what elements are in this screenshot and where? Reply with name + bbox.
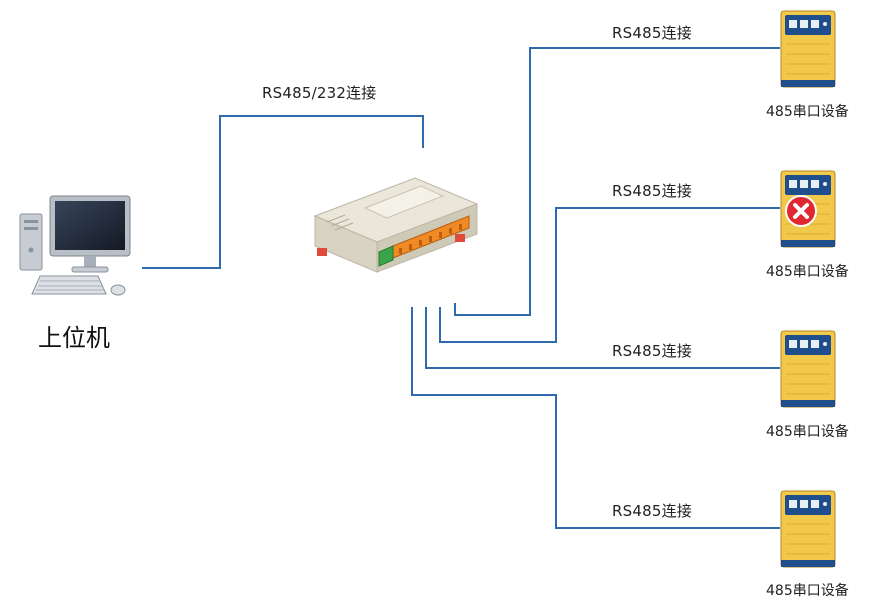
serial-device-icon	[780, 10, 836, 88]
device-wire-2	[439, 207, 780, 343]
desktop-computer-icon	[19, 195, 131, 296]
serial-device-icon	[780, 170, 836, 248]
controller-module	[305, 168, 485, 278]
serial-device	[780, 330, 836, 408]
error-icon	[785, 195, 817, 227]
device-link-label: RS485连接	[612, 502, 692, 520]
device-label: 485串口设备	[766, 424, 849, 440]
host-computer	[18, 190, 138, 310]
device-wire-3	[425, 307, 780, 369]
controller-module-icon	[313, 177, 479, 273]
uplink-label: RS485/232连接	[262, 84, 377, 102]
device-link-label: RS485连接	[612, 182, 692, 200]
serial-device	[780, 490, 836, 568]
device-label: 485串口设备	[766, 264, 849, 280]
serial-device	[780, 170, 836, 248]
serial-device-icon	[780, 490, 836, 568]
serial-device-icon	[780, 330, 836, 408]
device-link-label: RS485连接	[612, 342, 692, 360]
uplink-wire	[142, 115, 424, 269]
device-link-label: RS485连接	[612, 24, 692, 42]
device-wire-1	[454, 47, 780, 316]
device-label: 485串口设备	[766, 104, 849, 120]
device-label: 485串口设备	[766, 583, 849, 599]
device-wire-4	[411, 307, 780, 529]
serial-device	[780, 10, 836, 88]
host-label: 上位机	[38, 324, 110, 352]
